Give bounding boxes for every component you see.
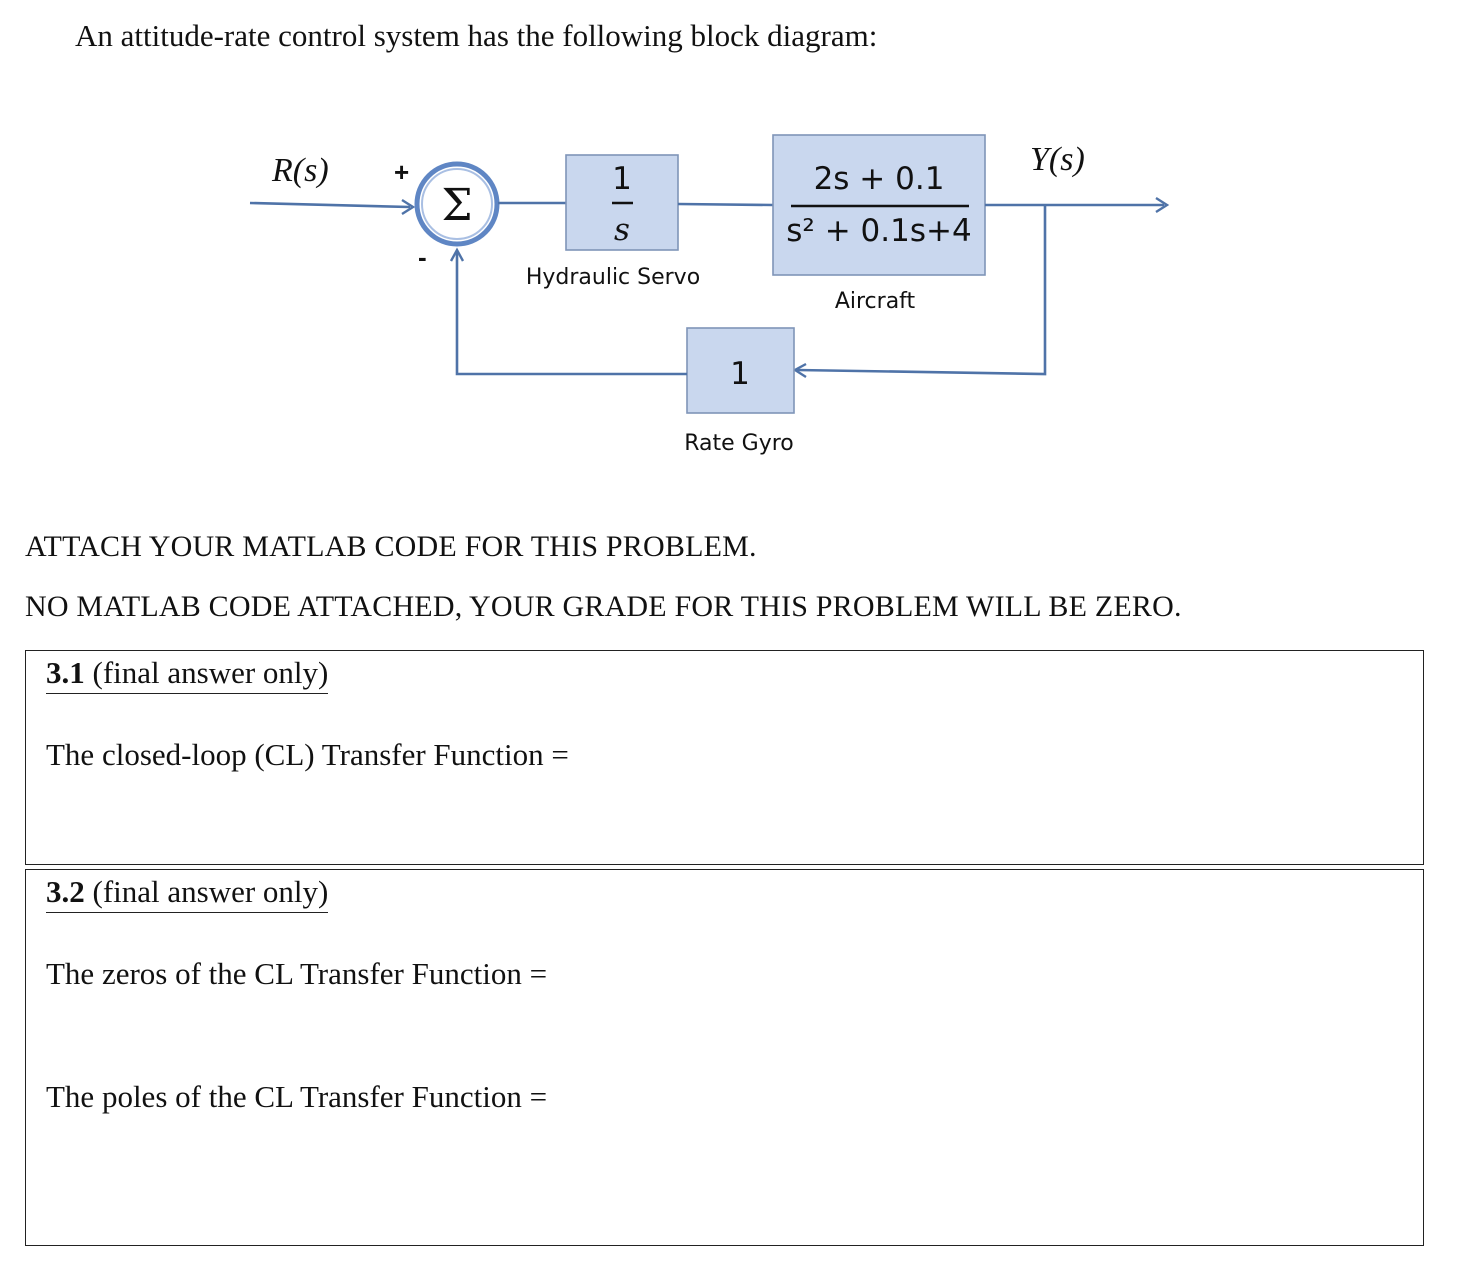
aircraft-caption: Aircraft <box>835 289 916 314</box>
servo-aircraft-wire <box>677 202 774 207</box>
input-wire <box>249 201 411 209</box>
feedback-wire-right <box>796 205 1047 376</box>
feedback-wire-left <box>455 252 687 376</box>
zeros-prompt: The zeros of the CL Transfer Function = <box>46 956 548 991</box>
rate-gyro-block <box>686 327 795 414</box>
summer-symbol: Σ <box>441 180 472 231</box>
output-arrow <box>1155 196 1170 214</box>
minus-sign: - <box>418 242 427 272</box>
question-3-2-note: (final answer only) <box>92 874 329 909</box>
summing-junction-inner <box>421 168 493 240</box>
feedback-arrow-gyro <box>792 362 807 379</box>
servo-denominator: s <box>614 212 630 248</box>
question-3-2-heading: 3.2 (final answer only) <box>46 874 329 913</box>
answer-box-3-1[interactable]: 3.1 (final answer only) The closed-loop … <box>25 650 1424 865</box>
block-diagram: Σ + - 1 s Hydraulic Servo 2s + 0.1 s² + … <box>249 134 1170 456</box>
poles-prompt: The poles of the CL Transfer Function = <box>46 1079 548 1114</box>
question-3-1-number: 3.1 <box>46 655 85 690</box>
aircraft-denominator: s² + 0.1s+4 <box>786 213 971 249</box>
plus-sign: + <box>394 157 409 187</box>
question-3-1-note: (final answer only) <box>92 655 329 690</box>
servo-numerator: 1 <box>612 161 632 197</box>
question-3-2-number: 3.2 <box>46 874 85 909</box>
gyro-value: 1 <box>730 356 750 392</box>
closed-loop-tf-prompt: The closed-loop (CL) Transfer Function = <box>46 737 569 772</box>
servo-caption: Hydraulic Servo <box>526 265 700 290</box>
answer-box-3-2[interactable]: 3.2 (final answer only) The zeros of the… <box>25 869 1424 1246</box>
feedback-arrow-summer <box>449 247 465 262</box>
gyro-caption: Rate Gyro <box>684 431 794 456</box>
output-label: Y(s) <box>1030 141 1085 178</box>
question-3-1-heading: 3.1 (final answer only) <box>46 655 329 694</box>
input-arrow <box>401 198 416 216</box>
input-label: R(s) <box>271 152 329 189</box>
intro-text: An attitude-rate control system has the … <box>75 18 878 53</box>
aircraft-numerator: 2s + 0.1 <box>814 161 945 197</box>
summing-junction <box>414 161 500 247</box>
matlab-warning: NO MATLAB CODE ATTACHED, YOUR GRADE FOR … <box>25 590 1182 623</box>
matlab-notice: ATTACH YOUR MATLAB CODE FOR THIS PROBLEM… <box>25 530 757 563</box>
